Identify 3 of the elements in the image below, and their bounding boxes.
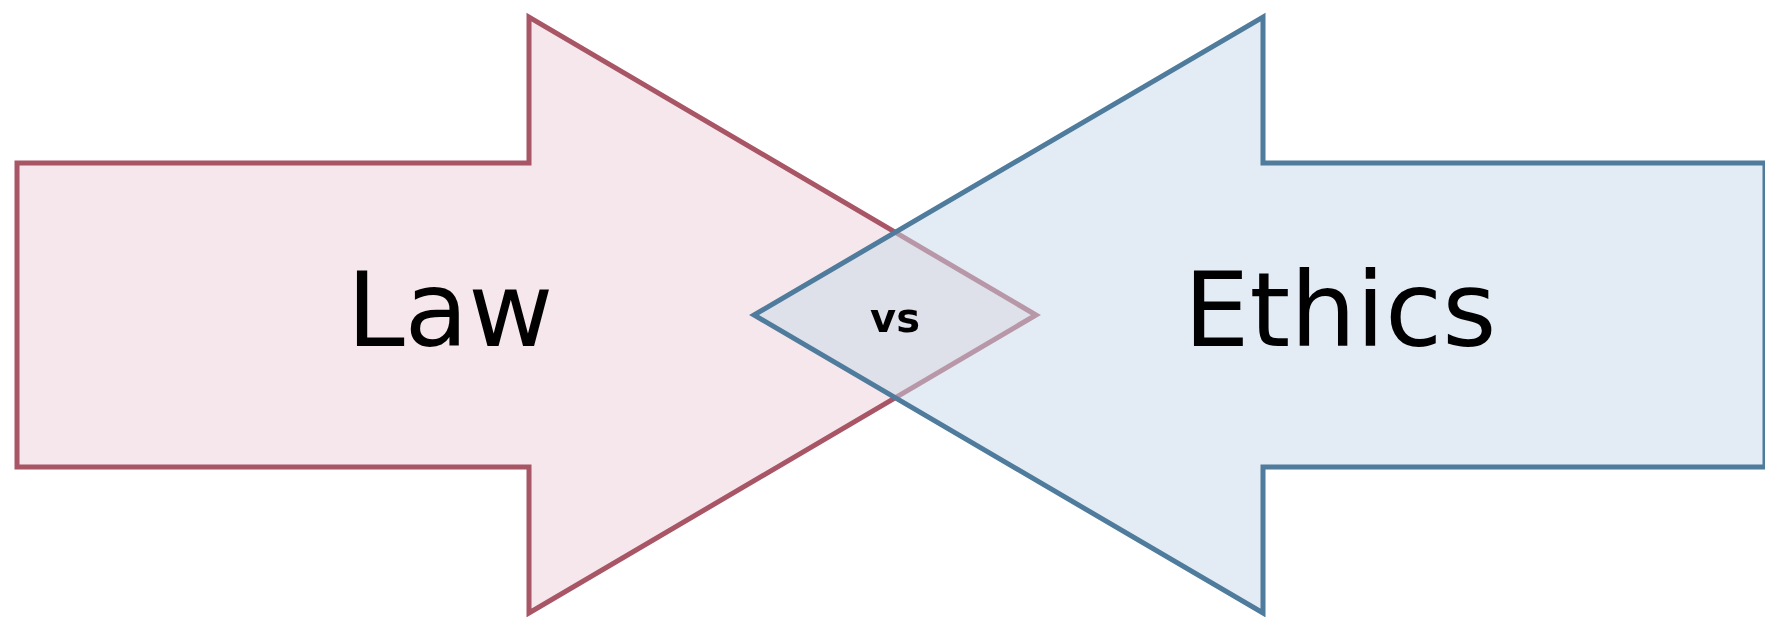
arrow-label: Ethics <box>1183 258 1497 362</box>
versus-label: vs <box>870 298 920 338</box>
arrow-label: Law <box>346 258 554 362</box>
